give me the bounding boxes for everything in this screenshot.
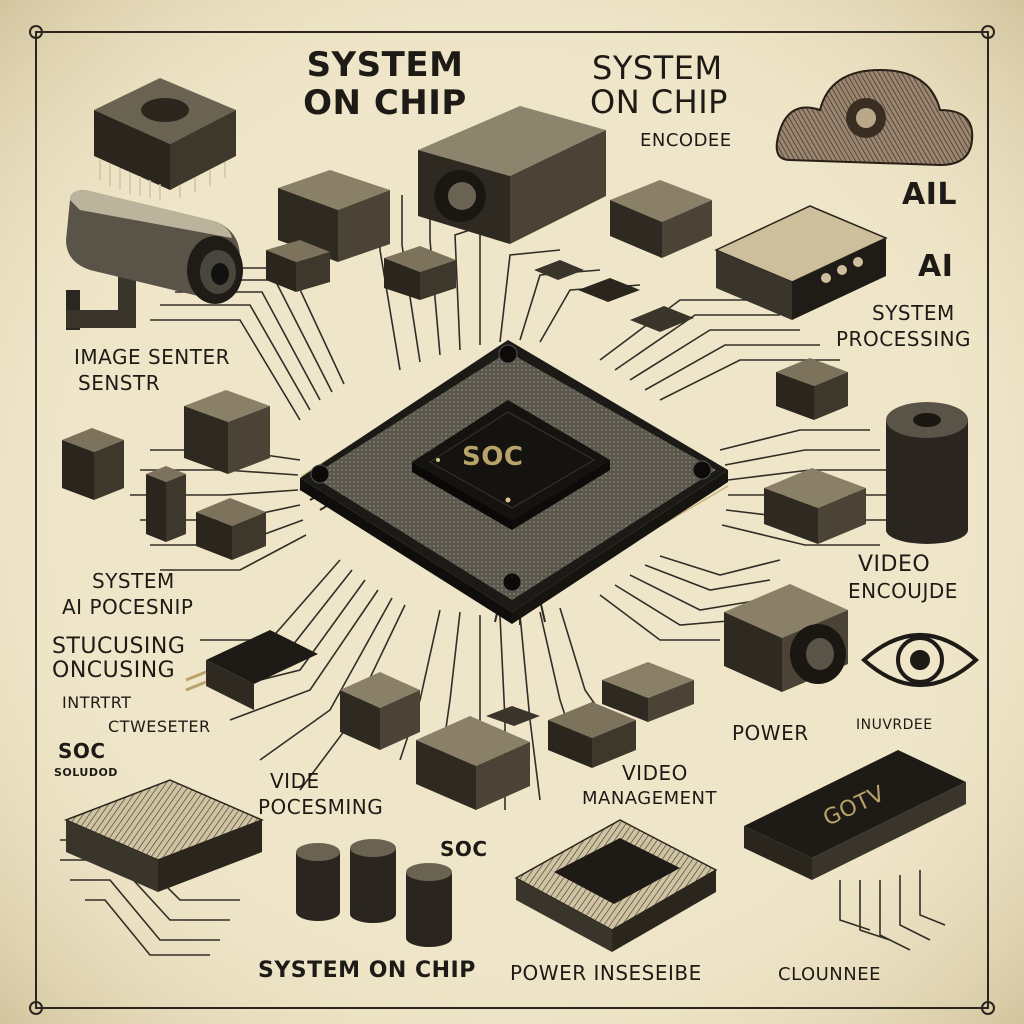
label-bottom-system-on-chip: SYSTEM ON CHIP bbox=[258, 958, 476, 983]
label-chip-center: SOC bbox=[462, 442, 524, 472]
label-system-right: SYSTEM bbox=[872, 301, 955, 325]
label-power-right: POWER bbox=[732, 721, 809, 745]
label-ail: AIL bbox=[902, 177, 957, 212]
label-image-senter: IMAGE SENTER bbox=[74, 345, 231, 369]
label-vide: VIDE bbox=[270, 769, 320, 793]
title-line-1: SYSTEM bbox=[306, 45, 464, 85]
capacitor-icon bbox=[296, 839, 452, 947]
label-video-mgmt-1: VIDEO bbox=[622, 761, 688, 785]
label-oncusing: ONCUSING bbox=[52, 658, 176, 683]
ornate-border bbox=[29, 25, 995, 1015]
label-video-right: VIDEO bbox=[858, 552, 931, 577]
module-boxes bbox=[62, 170, 968, 952]
label-senstr: SENSTR bbox=[78, 371, 161, 395]
label-ctweseter: CTWESETER bbox=[108, 717, 211, 736]
label-bottom-cloud: CLOUNNEE bbox=[778, 964, 881, 985]
label-system-top-right: SYSTEM bbox=[592, 49, 723, 87]
label-ai: AI bbox=[918, 249, 954, 284]
label-stucusing: STUCUSING bbox=[52, 634, 186, 659]
heatsink-icon bbox=[94, 78, 236, 200]
eye-icon bbox=[860, 633, 980, 687]
label-processing: PROCESSING bbox=[836, 327, 972, 351]
label-inuvrdee: INUVRDEE bbox=[856, 717, 933, 733]
label-soc-left-small: SOLUDOD bbox=[54, 766, 118, 779]
label-soc-bottom: SOC bbox=[440, 837, 488, 861]
cctv-camera-icon bbox=[66, 190, 243, 330]
label-ai-pocesnip: AI POCESNIP bbox=[62, 595, 194, 619]
label-system-left: SYSTEM bbox=[92, 569, 175, 593]
cloud-icon bbox=[775, 68, 974, 167]
label-encoder: ENCODEE bbox=[640, 130, 732, 151]
label-pocesming: POCESMING bbox=[258, 795, 384, 819]
camera-module bbox=[418, 106, 606, 244]
label-soc-left: SOC bbox=[58, 739, 106, 763]
soc-chip-icon bbox=[299, 340, 729, 625]
title-line-2: ON CHIP bbox=[303, 83, 467, 123]
label-bottom-power: POWER INSESEIBE bbox=[510, 961, 702, 985]
label-intrtrt: INTRTRT bbox=[62, 693, 132, 712]
label-video-mgmt-2: MANAGEMENT bbox=[582, 788, 717, 809]
label-on-chip-top-right: ON CHIP bbox=[590, 83, 728, 121]
label-encoujde: ENCOUJDE bbox=[848, 579, 958, 603]
